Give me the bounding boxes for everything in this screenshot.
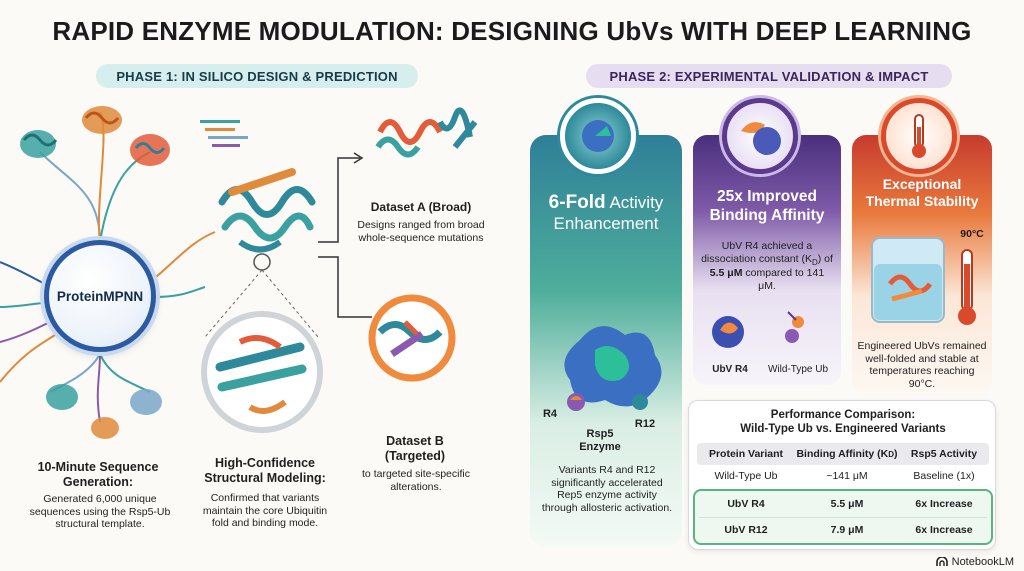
cell-variant: UbV R4	[727, 498, 765, 510]
thermal-beaker-art	[871, 237, 976, 325]
rsp5-enzyme-art	[564, 326, 662, 411]
thermometer-icon	[881, 98, 957, 174]
header-rsp5-activity: Rsp5 Activity	[910, 448, 978, 460]
binding-body-bold: 5.5 μM	[709, 267, 743, 280]
table-row: Wild-Type Ub ~141 μM Baseline (1x)	[697, 465, 989, 487]
cell-activity: Baseline (1x)	[913, 470, 975, 482]
phase1-banner: PHASE 1: IN SILICO DESIGN & PREDICTION	[96, 64, 418, 88]
zoom-detail-circle	[201, 311, 323, 433]
dataset-a-proteins	[375, 107, 478, 158]
cell-affinity: 7.9 μM	[830, 524, 864, 536]
cell-variant: Wild-Type Ub	[714, 470, 778, 482]
brand-label: NotebookLM	[951, 556, 1014, 568]
proteinmpnn-hub: ProteinMPNN	[44, 240, 156, 352]
step2-body: Confirmed that variants maintain the cor…	[202, 492, 328, 530]
activity-headline-rest: Activity Enhancement	[553, 193, 664, 233]
sequence-bars	[200, 120, 248, 147]
activity-icon	[560, 98, 636, 174]
notebooklm-brand: NotebookLM	[935, 556, 1014, 568]
step1-heading: 10-Minute Sequence Generation:	[37, 460, 159, 489]
binding-body-sub: D	[811, 257, 818, 267]
dataset-a-heading: Dataset A (Broad)	[370, 200, 472, 214]
binding-body-pre: UbV R4 achieved a dissociation constant …	[701, 240, 813, 265]
r12-label: R12	[634, 418, 656, 430]
activity-body: Variants R4 and R12 significantly accele…	[541, 464, 673, 514]
protein-cluster-bottom	[46, 384, 162, 439]
notebooklm-logo-icon	[935, 557, 948, 566]
thermal-body: Engineered UbVs remained well-folded and…	[857, 340, 987, 390]
header-binding-affinity-sub: D	[888, 449, 895, 459]
dataset-b-body: to targeted site-specific alterations.	[362, 468, 470, 493]
step2-heading: High-Confidence Structural Modeling:	[204, 456, 326, 485]
binding-icon	[722, 98, 798, 174]
rsp5-enzyme-label: Rsp5 Enzyme	[579, 428, 621, 454]
table-row: UbV R4 5.5 μM 6x Increase	[697, 493, 989, 515]
cell-affinity: 5.5 μM	[830, 498, 864, 510]
header-binding-affinity-close: )	[894, 448, 898, 460]
activity-headline-big: 6-Fold	[548, 192, 606, 213]
phase1-illustration	[0, 106, 478, 439]
performance-table: Performance Comparison: Wild-Type Ub vs.…	[688, 400, 996, 550]
dataset-a-body: Designs ranged from broad whole-sequence…	[357, 219, 485, 244]
ubv-r4-label: UbV R4	[712, 364, 748, 375]
table-title-line1: Performance Comparison:	[770, 409, 916, 421]
central-protein-structure	[218, 168, 316, 271]
phase2-banner: PHASE 2: EXPERIMENTAL VALIDATION & IMPAC…	[586, 64, 952, 88]
step1-body: Generated 6,000 unique sequences using t…	[29, 493, 171, 531]
thermal-temp: 90°C	[960, 228, 984, 240]
binding-body: UbV R4 achieved a dissociation constant …	[700, 240, 834, 292]
wild-type-label: Wild-Type Ub	[767, 364, 828, 375]
cell-activity: 6x Increase	[915, 498, 973, 510]
cell-variant: UbV R12	[724, 524, 768, 536]
cell-affinity: ~141 μM	[826, 470, 868, 482]
table-title: Performance Comparison: Wild-Type Ub vs.…	[689, 409, 997, 437]
binding-body-mid: ) of	[817, 252, 833, 265]
row-divider	[699, 517, 987, 518]
header-binding-affinity-text: Binding Affinity (K	[796, 448, 889, 460]
dataset-b-detail-circle	[368, 294, 456, 382]
binding-molecules-art	[712, 311, 804, 348]
protein-cluster-top	[20, 106, 170, 166]
dataset-b-heading: Dataset B (Targeted)	[384, 434, 446, 463]
activity-headline: 6-Fold Activity Enhancement	[532, 192, 680, 233]
table-title-line2: Wild-Type Ub vs. Engineered Variants	[740, 422, 946, 435]
thermal-headline: Exceptional Thermal Stability	[865, 176, 979, 209]
binding-body-post: compared to 141 μM.	[742, 267, 825, 292]
page-title: RAPID ENZYME MODULATION: DESIGNING UbVs …	[52, 16, 972, 46]
cell-activity: 6x Increase	[915, 524, 973, 536]
header-protein-variant: Protein Variant	[708, 448, 784, 460]
table-row: UbV R12 7.9 μM 6x Increase	[697, 519, 989, 541]
binding-headline: 25x Improved Binding Affinity	[709, 188, 825, 224]
r4-label: R4	[542, 408, 558, 420]
